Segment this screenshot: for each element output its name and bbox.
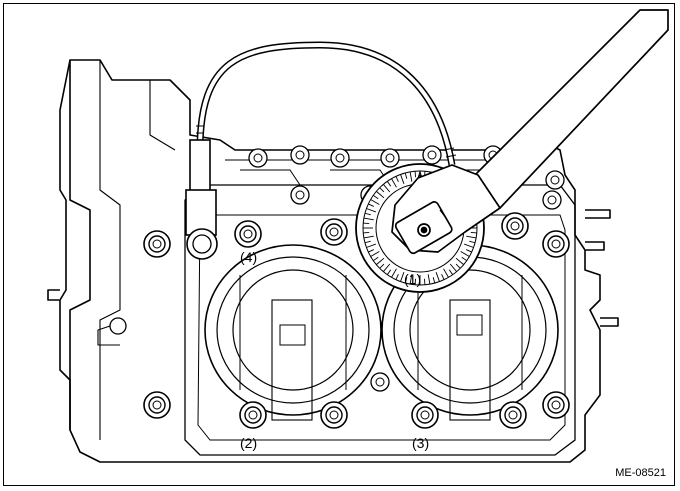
dial-tick [376,257,385,265]
dial-tick [443,268,449,278]
dial-tick [466,235,477,239]
dial-tick [409,171,413,182]
cylinder-bore-left [204,244,382,421]
callout-label-3: (3) [412,435,430,451]
dial-tick [466,249,472,253]
dial-tick [370,199,380,205]
figure-frame [3,3,675,486]
dial-tick [470,231,477,234]
dial-tick [376,191,385,199]
dial-tick [363,217,374,221]
dial-tick [435,272,440,282]
dial-tick [395,274,399,280]
dial-tick [395,176,399,182]
dial-tick [404,172,408,179]
dial-tick [469,240,476,244]
dial-tick [423,278,426,285]
dial-tick [363,231,370,234]
dial-tick [379,263,385,269]
dial-tick [383,184,391,193]
callout-label-4: (4) [240,249,258,265]
dial-tick [400,174,405,184]
dial-tick [368,203,374,207]
dial-tick [391,178,397,188]
dial-tick [448,269,454,275]
dial-tick [373,194,379,200]
dial-tick [455,263,461,269]
dial-tick [400,272,405,282]
dial-tick [409,274,413,285]
dial-tick [379,187,385,193]
dial-tick [432,277,436,284]
callout-label-1: (1) [404,271,422,287]
dial-tick [364,240,371,244]
dial-tick [364,212,371,216]
dial-tick [366,208,376,213]
dial-tick [414,278,417,285]
dial-tick [373,256,379,262]
dial-tick [449,263,457,272]
dial-tick [460,251,470,257]
angle-gauge-cable [185,41,457,260]
figure-id: ME-08521 [615,467,666,479]
dial-tick [464,243,474,248]
dial-tick [455,257,464,265]
dial-tick [368,249,374,253]
dial-tick [391,268,397,278]
dial-tick [414,171,417,178]
dial-tick [383,263,391,272]
dial-tick [404,277,408,284]
wrench [391,9,669,255]
dial-tick [363,235,374,239]
dial-tick [427,274,431,285]
dial-tick [370,251,380,257]
callout-label-2: (2) [240,435,258,451]
dial-tick [386,269,392,275]
dial-tick [386,181,392,187]
dial-tick [441,274,445,280]
dial-tick [366,243,376,248]
dial-tick [461,256,467,262]
dial-tick [363,222,370,225]
